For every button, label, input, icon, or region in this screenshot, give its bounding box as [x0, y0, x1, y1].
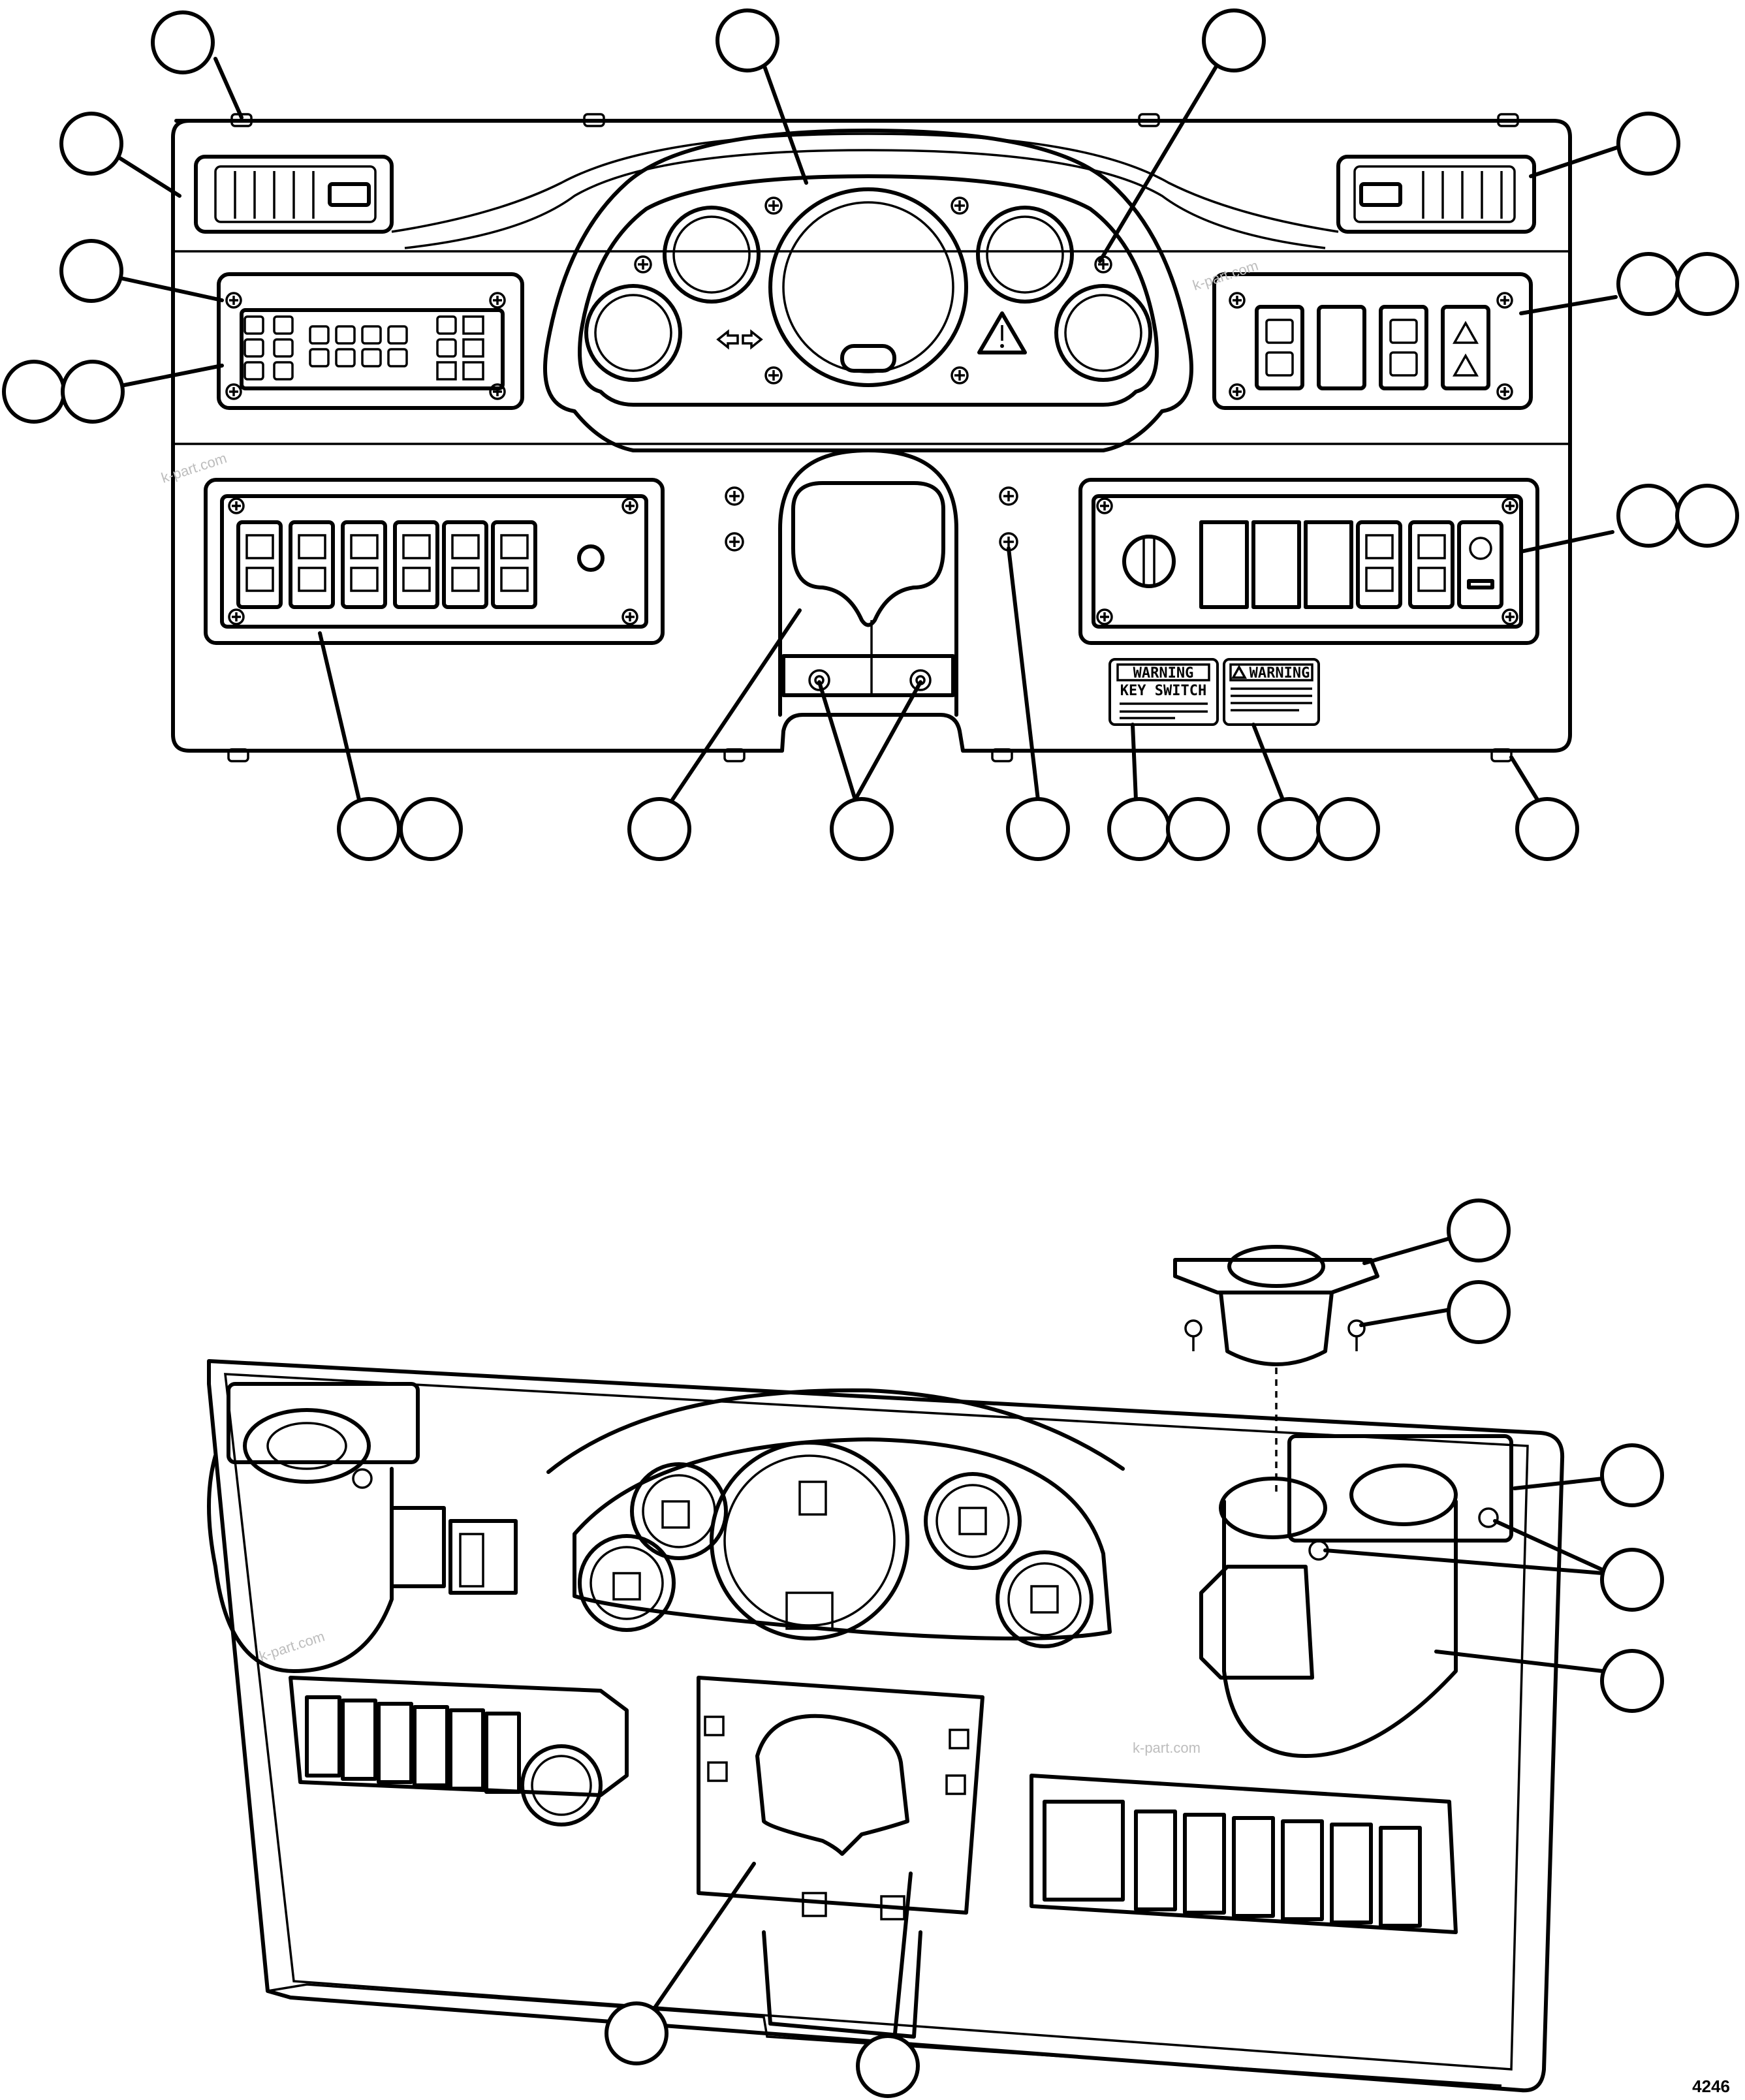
rear-left-switch-bank — [289, 1676, 629, 1826]
hazard-switch — [1441, 305, 1490, 390]
watermark-text: k-part.com — [1191, 257, 1261, 294]
callout-balloon — [856, 2034, 920, 2098]
callout-balloon — [1616, 112, 1680, 176]
rear-speedometer — [710, 1441, 909, 1640]
instrument-cluster — [543, 129, 1193, 452]
key-switch-warning-title: WARNING — [1133, 665, 1194, 682]
rocker-switch — [1255, 305, 1304, 390]
rocker-switch — [393, 520, 439, 609]
rocker-switch — [442, 520, 488, 609]
bezel-screw — [1347, 1319, 1366, 1351]
switch-blank — [1199, 520, 1249, 609]
gauge-upper-left — [663, 206, 761, 304]
callout-balloon — [61, 360, 125, 424]
figure-id: 4246 — [1692, 2076, 1730, 2096]
switch-blank — [1317, 305, 1366, 390]
callout-balloon — [151, 10, 215, 74]
indicator-light-panel — [217, 272, 524, 410]
callout-balloon — [1675, 252, 1739, 316]
warning-triangle-icon — [977, 311, 1027, 354]
rear-column-bracket — [697, 1676, 984, 2039]
callout-balloon — [715, 8, 779, 72]
front-view-dashboard: WARNING KEY SWITCH WARNING k-part.com k-… — [2, 8, 1739, 861]
callout-balloon — [1202, 8, 1266, 72]
callout-balloon — [1616, 252, 1680, 316]
turn-signal-indicator — [716, 329, 763, 350]
callout-balloon — [605, 2001, 668, 2065]
rocker-switch — [341, 520, 387, 609]
rear-gauge — [578, 1534, 676, 1632]
callout-balloon — [1600, 1649, 1664, 1713]
callout-balloon — [1616, 484, 1680, 548]
left-air-vent — [194, 155, 394, 234]
steering-column-opening — [778, 448, 958, 717]
key-switch — [1122, 535, 1176, 588]
general-warning-label: WARNING — [1223, 658, 1320, 726]
gauge-upper-right — [976, 206, 1074, 304]
callout-balloon — [337, 797, 401, 861]
right-air-vent — [1336, 155, 1536, 234]
callout-balloon — [1316, 797, 1380, 861]
callout-balloon — [1006, 797, 1070, 861]
callout-balloon — [1257, 797, 1321, 861]
rear-leader-lines — [651, 1235, 1605, 2042]
rocker-switch — [1356, 520, 1402, 609]
switch-blank — [1304, 520, 1353, 609]
rocker-switch — [289, 520, 335, 609]
panel-screws — [725, 486, 1018, 552]
callout-balloon — [1166, 797, 1230, 861]
right-vent-duct — [1219, 1464, 1499, 1758]
rear-gauge — [924, 1472, 1022, 1570]
rear-right-switch-bank — [1030, 1774, 1458, 1934]
vent-bezel-exploded — [1173, 1245, 1379, 1495]
gauge-lower-right — [1054, 284, 1152, 382]
rear-callouts — [605, 1199, 1664, 2098]
column-bolt — [909, 669, 932, 691]
watermark-text: k-part.com — [1133, 1740, 1201, 1756]
general-warning-title: WARNING — [1250, 665, 1310, 682]
switch-blank — [1251, 520, 1301, 609]
bezel-screw — [1184, 1319, 1203, 1351]
upper-right-switch-panel — [1212, 272, 1533, 410]
rocker-switch — [236, 520, 283, 609]
lower-right-switch-panel — [1078, 478, 1539, 645]
front-leader-lines — [116, 54, 1621, 802]
rear-gauge — [996, 1550, 1093, 1648]
callout-balloon — [399, 797, 463, 861]
rocker-switch — [1457, 520, 1503, 609]
callout-balloon — [59, 112, 123, 176]
rocker-switch — [491, 520, 537, 609]
callout-balloon — [1515, 797, 1579, 861]
key-switch-warning-label: WARNING KEY SWITCH — [1108, 658, 1219, 726]
left-connector-block — [390, 1506, 518, 1595]
key-switch-warning-line: KEY SWITCH — [1120, 683, 1206, 699]
gauge-lower-left — [584, 284, 682, 382]
blank-plug — [577, 544, 605, 572]
callout-balloon — [59, 239, 123, 303]
callout-balloon — [1447, 1199, 1511, 1262]
callout-balloon — [1675, 484, 1739, 548]
watermark-text: k-part.com — [257, 1628, 327, 1665]
front-callouts — [2, 8, 1739, 861]
left-vent-duct — [207, 1382, 420, 1673]
callout-balloon — [2, 360, 66, 424]
callout-balloon — [1600, 1548, 1664, 1612]
callout-balloon — [627, 797, 691, 861]
callout-balloon — [1447, 1280, 1511, 1344]
callout-balloon — [830, 797, 894, 861]
lower-left-switch-panel — [204, 478, 665, 645]
callout-balloon — [1600, 1443, 1664, 1507]
rear-view-dashboard: k-part.com k-part.com — [207, 1199, 1664, 2098]
rocker-switch — [1379, 305, 1428, 390]
right-vent-housing — [1199, 1434, 1513, 1680]
speedometer-center — [768, 187, 968, 387]
cluster-screws — [634, 196, 1112, 384]
indicator-icons — [244, 315, 484, 381]
rocker-switch — [1408, 520, 1454, 609]
callout-balloon — [1107, 797, 1171, 861]
